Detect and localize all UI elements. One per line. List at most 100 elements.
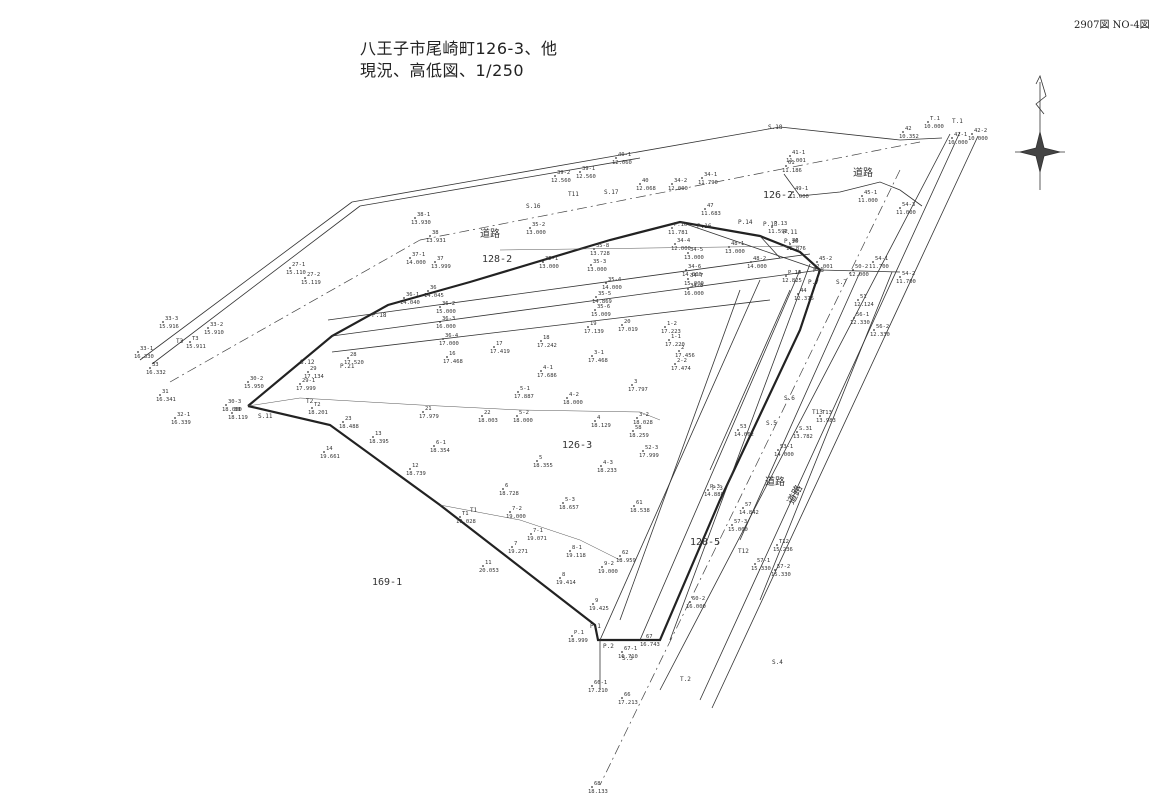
spot-height-point (517, 391, 519, 393)
spot-height-elevation: 12.000 (671, 246, 691, 252)
road-edge-line (139, 201, 353, 361)
spot-height-point (342, 421, 344, 423)
parcel-division-line (327, 253, 811, 321)
spot-height-id: 42 (905, 126, 912, 132)
spot-height-elevation: 15.330 (751, 566, 771, 572)
spot-height-id: 57-2 (777, 564, 790, 570)
spot-height-point (600, 465, 602, 467)
spot-height-point (323, 451, 325, 453)
spot-height-id: 19 (590, 321, 597, 327)
station-label: S.5 (766, 420, 777, 427)
spot-height-id: 30-3 (228, 399, 241, 405)
spot-height-elevation: 17.474 (671, 366, 692, 372)
spot-height-id: 60-2 (692, 596, 705, 602)
spot-height-elevation: 18.657 (559, 505, 579, 511)
spot-height-point (289, 267, 291, 269)
parcel-division-line (639, 269, 801, 641)
spot-height-point (592, 603, 594, 605)
spot-height-point (189, 341, 191, 343)
parcel-lines (327, 221, 901, 690)
spot-height-id: 14 (326, 446, 333, 452)
spot-height-point (816, 261, 818, 263)
center-dash-line (419, 141, 921, 241)
station-label: S.16 (526, 203, 541, 210)
spot-height-elevation: 17.456 (675, 353, 695, 359)
spot-height-point (605, 282, 607, 284)
spot-height-elevation: 17.134 (304, 374, 325, 380)
spot-height-id: 52-3 (645, 445, 658, 451)
spot-height-elevation: 20.053 (479, 568, 499, 574)
spot-height-id: 42-2 (974, 128, 987, 134)
spot-height-point (529, 227, 531, 229)
station-label: T11 (568, 191, 579, 198)
spot-height-id: 45-1 (864, 190, 877, 196)
spot-height-point (789, 243, 791, 245)
spot-height-point (159, 394, 161, 396)
parcel-label: 126-3 (562, 440, 592, 451)
spot-height-id: 3-2 (639, 412, 649, 418)
spot-height-point (591, 685, 593, 687)
spot-height-elevation: 11.683 (701, 211, 721, 217)
spot-height-point (601, 566, 603, 568)
spot-height-elevation: 16.000 (436, 324, 456, 330)
spot-height-elevation: 17.686 (537, 373, 557, 379)
station-label: S.18 (768, 124, 783, 131)
title-line-1: 八王子市尾崎町126-3、他 (360, 39, 558, 58)
spot-height-id: 2 (681, 345, 684, 351)
spot-height-point (434, 261, 436, 263)
spot-height-id: 23 (345, 416, 352, 422)
spot-height-id: 11 (485, 560, 492, 566)
spot-height-point (439, 306, 441, 308)
spot-height-id: 7-2 (512, 506, 522, 512)
station-label: P.7 (808, 279, 819, 286)
station-label: P.3 (712, 485, 723, 492)
spot-height-id: 61 (788, 160, 795, 166)
spot-height-elevation: 18.233 (597, 468, 617, 474)
parcel-label: 128-2 (482, 254, 512, 265)
spot-height-id: P.13 (774, 221, 787, 227)
station-label: P.13 (763, 221, 778, 228)
spot-height-elevation: 17.520 (344, 360, 364, 366)
spot-height-point (594, 309, 596, 311)
spot-height-id: 40 (642, 178, 649, 184)
spot-height-point (777, 449, 779, 451)
station-label: S.6 (784, 395, 795, 402)
spot-height-point (516, 415, 518, 417)
spot-height-id: 6 (505, 483, 508, 489)
station-label: S.3 (622, 655, 633, 662)
spot-height-id: 29-1 (302, 378, 315, 384)
spot-height-point (819, 415, 821, 417)
spot-height-point (562, 502, 564, 504)
spot-height-id: 3 (634, 379, 637, 385)
spot-height-elevation: 15.000 (684, 281, 704, 287)
spot-height-elevation: 11.186 (782, 168, 802, 174)
spot-height-elevation: 12.560 (551, 178, 571, 184)
spot-height-id: 27-2 (307, 272, 320, 278)
spot-height-elevation: 11.876 (786, 246, 806, 252)
survey-lines (247, 245, 801, 561)
spot-height-point (595, 296, 597, 298)
spot-height-point (621, 324, 623, 326)
road-label: 道路 (480, 227, 500, 240)
spot-height-id: 38 (432, 230, 439, 236)
spot-height-elevation: 18.959 (616, 558, 636, 564)
station-labels: P.18 P.16 P.14 P.13 P.10 P.11 P.8 P.7 P.… (176, 118, 963, 683)
spot-height-elevation: 15.000 (436, 309, 456, 315)
spot-height-elevation: 18.000 (222, 407, 242, 413)
spot-height-id: 2-2 (677, 358, 687, 364)
spot-height-id: 20 (624, 319, 631, 325)
spot-height-point (481, 415, 483, 417)
spot-height-point (493, 346, 495, 348)
spot-height-elevation: 15.950 (244, 384, 264, 390)
parcel-division-line (759, 271, 893, 601)
spot-height-elevation: 13.000 (725, 249, 745, 255)
spot-height-elevation: 14.000 (682, 272, 702, 278)
spot-height-id: 35-3 (593, 259, 606, 265)
spot-height-elevation: 18.129 (591, 423, 611, 429)
parcel-division-line (819, 269, 901, 273)
spot-height-id: 38-1 (417, 212, 430, 218)
station-label: T.2 (680, 676, 691, 683)
spot-height-point (873, 329, 875, 331)
spot-height-elevation: 18.201 (308, 410, 328, 416)
spot-height-point (530, 533, 532, 535)
